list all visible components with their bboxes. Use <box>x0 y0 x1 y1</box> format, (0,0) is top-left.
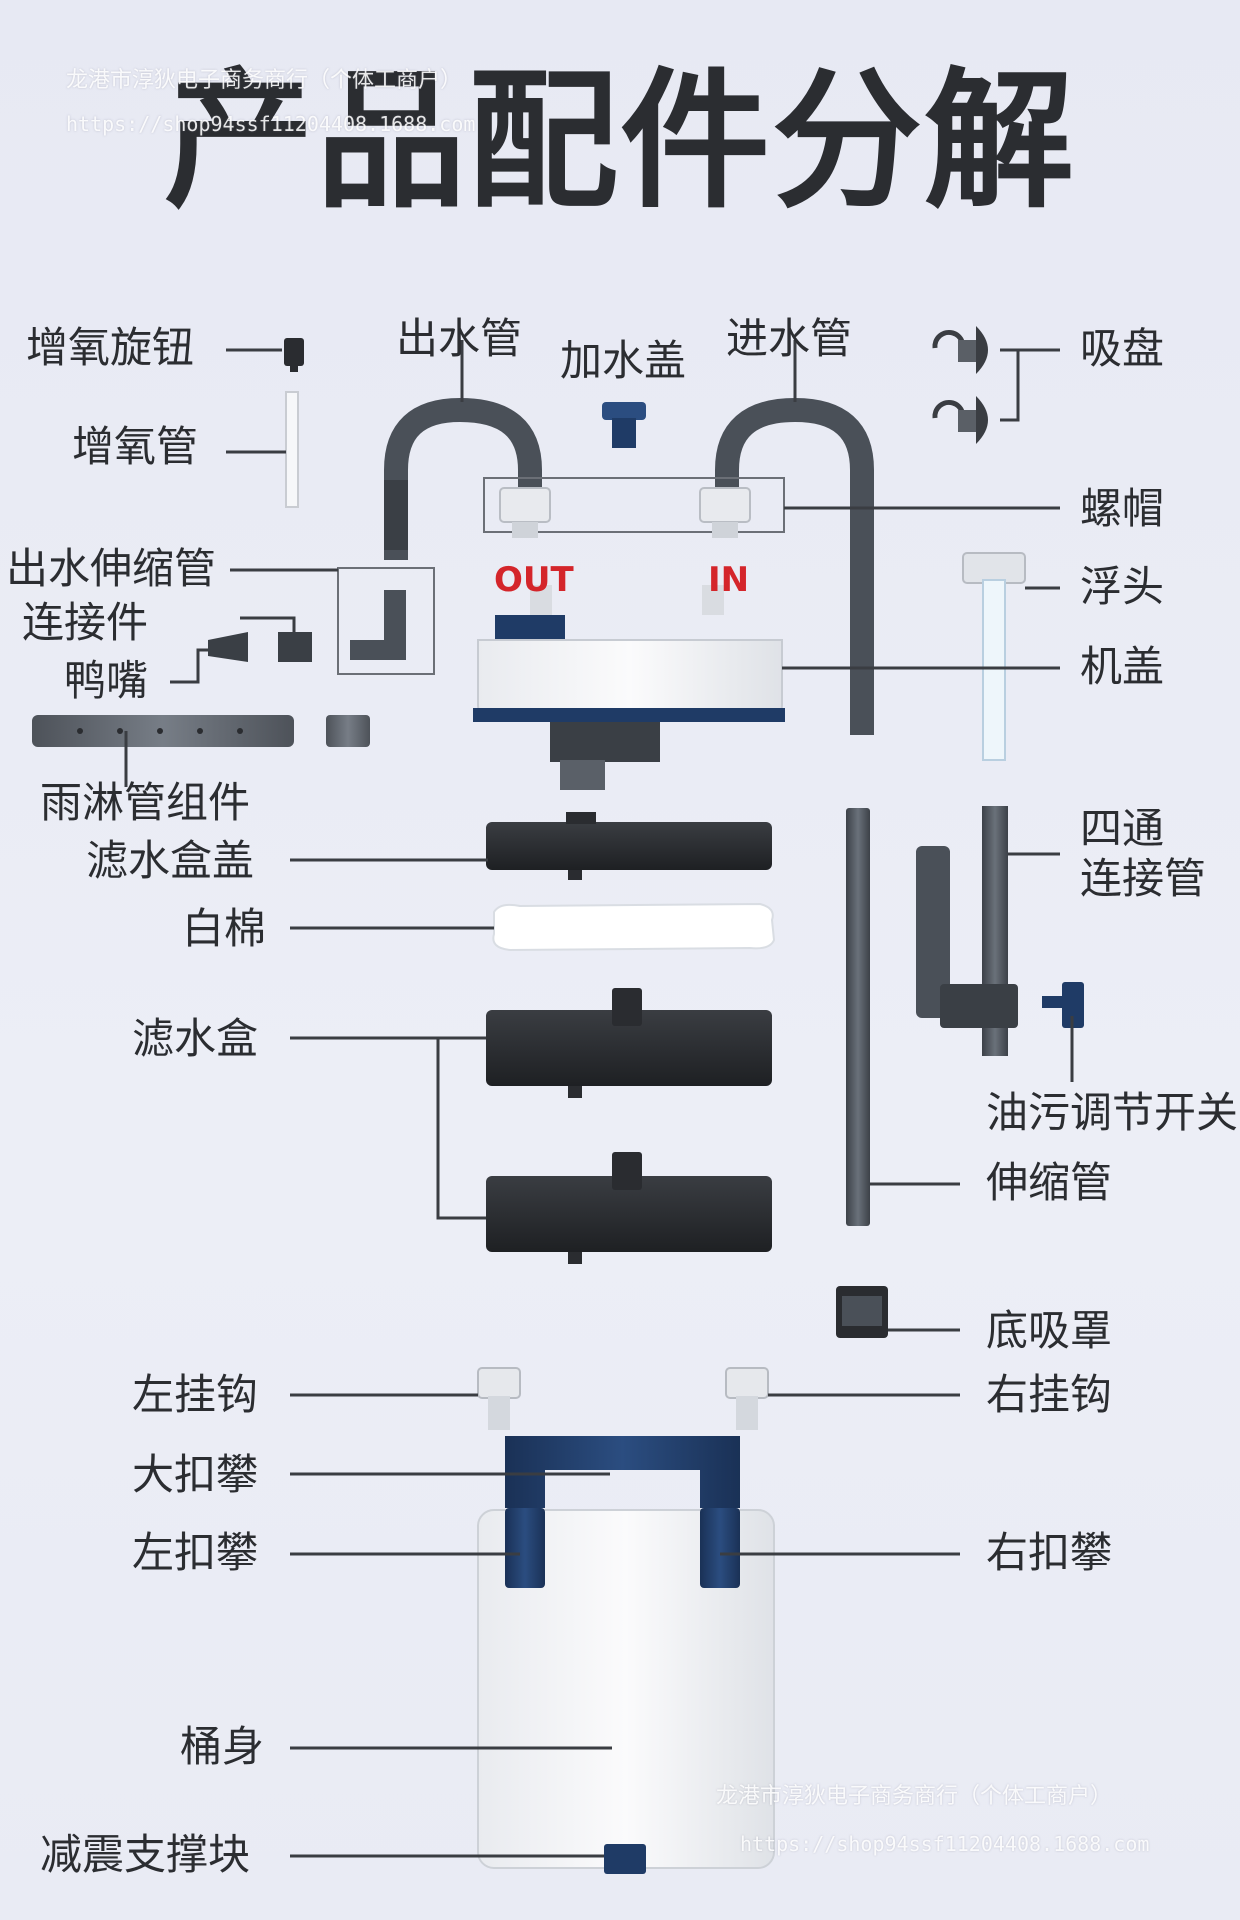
connector-part <box>278 632 312 662</box>
label-aeration-tube: 增氧管 <box>72 422 199 471</box>
suction-cup-2 <box>932 396 988 444</box>
left-hook-part <box>477 1367 521 1430</box>
label-telescopic-tube: 伸缩管 <box>986 1158 1113 1207</box>
filler-cap-part <box>602 402 646 448</box>
duckbill-part <box>208 632 248 662</box>
nut-cap-callout-box <box>483 477 785 533</box>
filter-box-lid-part <box>486 812 772 880</box>
page-title: 产品配件分解 <box>163 55 1076 229</box>
label-outlet-extension: 出水伸缩管 <box>6 544 217 593</box>
label-motor-cover: 机盖 <box>1080 642 1165 691</box>
watermark-url-bottom: https://shop94ssf11204408.1688.com <box>740 1832 1150 1856</box>
label-bucket-body: 桶身 <box>180 1722 265 1771</box>
right-clip-part <box>700 1508 740 1588</box>
label-four-way-line2: 连接管 <box>1080 854 1207 903</box>
shock-pad-part <box>604 1844 646 1874</box>
four-way-connector-part <box>916 806 1018 1056</box>
label-right-hook: 右挂钩 <box>986 1370 1113 1419</box>
inlet-pipe-part <box>715 397 874 735</box>
aeration-tube-part <box>285 391 299 508</box>
label-duckbill: 鸭嘴 <box>64 656 149 705</box>
large-clip-part <box>505 1436 740 1508</box>
label-shock-pad: 减震支撑块 <box>40 1830 251 1879</box>
nut-cap-left <box>499 487 551 538</box>
telescopic-tube-part <box>846 808 870 1226</box>
outlet-pipe-part <box>384 397 542 560</box>
label-left-clip: 左扣攀 <box>132 1528 259 1577</box>
label-right-clip: 右扣攀 <box>986 1528 1113 1577</box>
oil-skimmer-switch-part <box>1042 982 1084 1028</box>
label-filter-box-lid: 滤水盒盖 <box>86 836 255 885</box>
outlet-extension-part <box>350 590 406 660</box>
label-four-way-line1: 四通 <box>1080 804 1165 853</box>
label-white-cotton: 白棉 <box>182 904 267 953</box>
nut-cap-right <box>699 487 751 538</box>
motor-cover-part <box>473 585 785 790</box>
watermark-url-top: https://shop94ssf11204408.1688.com <box>66 112 476 136</box>
label-suction-cup: 吸盘 <box>1080 324 1165 373</box>
label-outlet-pipe: 出水管 <box>396 314 523 363</box>
bottom-strainer-part <box>836 1286 888 1338</box>
port-out-label: OUT <box>494 560 574 600</box>
label-left-hook: 左挂钩 <box>132 1370 259 1419</box>
label-large-clip: 大扣攀 <box>132 1450 259 1499</box>
filter-box-1-part <box>486 988 772 1098</box>
white-cotton-part <box>492 902 776 952</box>
label-spray-bar-kit: 雨淋管组件 <box>40 778 251 827</box>
label-aeration-knob: 增氧旋钮 <box>26 323 195 372</box>
label-oil-skimmer-switch: 油污调节开关 <box>986 1088 1239 1137</box>
filter-box-2-part <box>486 1152 772 1264</box>
port-in-label: IN <box>708 560 750 600</box>
left-clip-part <box>505 1508 545 1588</box>
label-bottom-strainer: 底吸罩 <box>986 1306 1113 1355</box>
suction-cup-1 <box>932 326 988 374</box>
leader-lines <box>124 340 1074 1858</box>
outlet-extension-callout-box <box>337 567 435 675</box>
aeration-knob-part <box>284 338 304 372</box>
bucket-body-part <box>477 1509 775 1874</box>
label-filter-box: 滤水盒 <box>132 1014 259 1063</box>
label-filler-cap: 加水盖 <box>560 336 687 385</box>
float-head-part <box>962 552 1026 761</box>
label-float-head: 浮头 <box>1080 562 1165 611</box>
watermark-shop-bottom: 龙港市淳狄电子商务商行（个体工商户） <box>716 1784 1113 1809</box>
label-connector: 连接件 <box>22 598 149 647</box>
spray-bar-part <box>32 715 370 747</box>
watermark-shop-top: 龙港市淳狄电子商务商行（个体工商户） <box>66 68 463 93</box>
label-nut-cap: 螺帽 <box>1080 484 1165 533</box>
right-hook-part <box>725 1367 769 1430</box>
label-inlet-pipe: 进水管 <box>726 314 853 363</box>
